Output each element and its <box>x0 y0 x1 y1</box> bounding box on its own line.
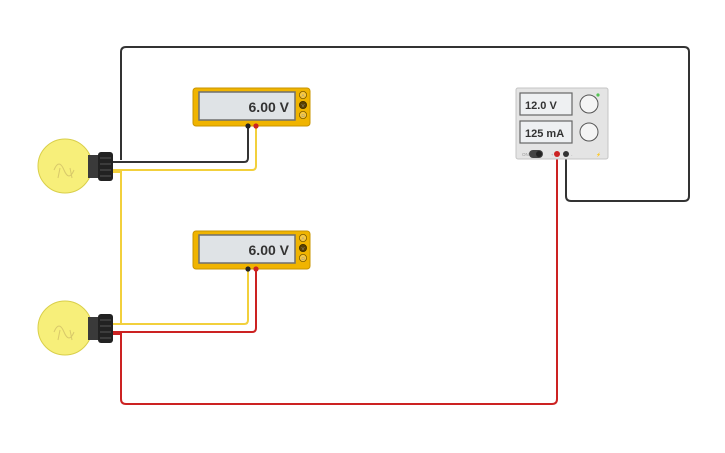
power-supply-terminal-positive[interactable] <box>554 151 560 157</box>
multimeter-1-terminal-red[interactable] <box>253 123 259 129</box>
power-supply-terminal-positive-label: + <box>551 152 554 157</box>
power-switch[interactable] <box>529 150 543 158</box>
multimeter-1-reading: 6.00 V <box>249 99 290 115</box>
power-supply-terminal-negative-label: - <box>571 152 573 157</box>
voltage-knob[interactable] <box>579 94 599 114</box>
multimeter-1-terminal-black[interactable] <box>245 123 251 129</box>
wire-yellow-bulb2-meter2[interactable] <box>113 270 249 325</box>
multimeter-2-terminal-red[interactable] <box>253 266 259 272</box>
power-supply-brand-mark: ⚡ <box>596 152 601 157</box>
switch-icon <box>529 150 543 158</box>
multimeter-2-mode-a[interactable]: A <box>301 236 304 241</box>
current-knob[interactable] <box>579 122 599 142</box>
multimeter-2-mode-buttons[interactable]: A V Ω <box>298 233 307 262</box>
lightbulb-2[interactable] <box>37 300 113 356</box>
wire-red-bulb2-supply[interactable] <box>113 154 558 405</box>
knob-icon <box>579 122 599 142</box>
lightbulb-1[interactable] <box>37 138 113 194</box>
power-supply-current-display: 125 mA <box>525 128 564 140</box>
multimeter-1-mode-buttons[interactable]: A V Ω <box>298 91 307 120</box>
multimeter-1-mode-a[interactable]: A <box>301 93 304 98</box>
multimeter-1-mode-v[interactable]: V <box>301 103 304 108</box>
multimeter-2[interactable]: 6.00 V A V Ω <box>192 230 311 272</box>
lightbulb-icon <box>37 300 113 356</box>
multimeter-1[interactable]: 6.00 V A V Ω <box>192 87 311 129</box>
wire-red-bulb2-meter2[interactable] <box>113 270 257 333</box>
multimeter-2-terminal-black[interactable] <box>245 266 251 272</box>
multimeter-1-mode-ohm[interactable]: Ω <box>301 113 305 118</box>
power-supply-terminal-negative[interactable] <box>563 151 569 157</box>
voltage-indicator-led <box>596 93 600 97</box>
power-supply[interactable]: 12.0 V 125 mA ON + - ⚡ <box>515 87 609 160</box>
power-switch-label: ON <box>522 152 529 157</box>
multimeter-2-reading: 6.00 V <box>249 242 290 258</box>
multimeter-2-mode-v[interactable]: V <box>301 246 304 251</box>
knob-icon <box>579 94 599 114</box>
multimeter-2-mode-ohm[interactable]: Ω <box>301 256 305 261</box>
wire-black-supply-loop[interactable] <box>120 46 690 202</box>
wire-yellow-bulb1-meter1[interactable] <box>113 128 257 171</box>
power-supply-voltage-display: 12.0 V <box>525 100 557 112</box>
wire-yellow-bulb1-bulb2[interactable] <box>113 171 122 325</box>
lightbulb-icon <box>37 138 113 194</box>
wire-black-bulb1-meter1[interactable] <box>113 128 249 163</box>
